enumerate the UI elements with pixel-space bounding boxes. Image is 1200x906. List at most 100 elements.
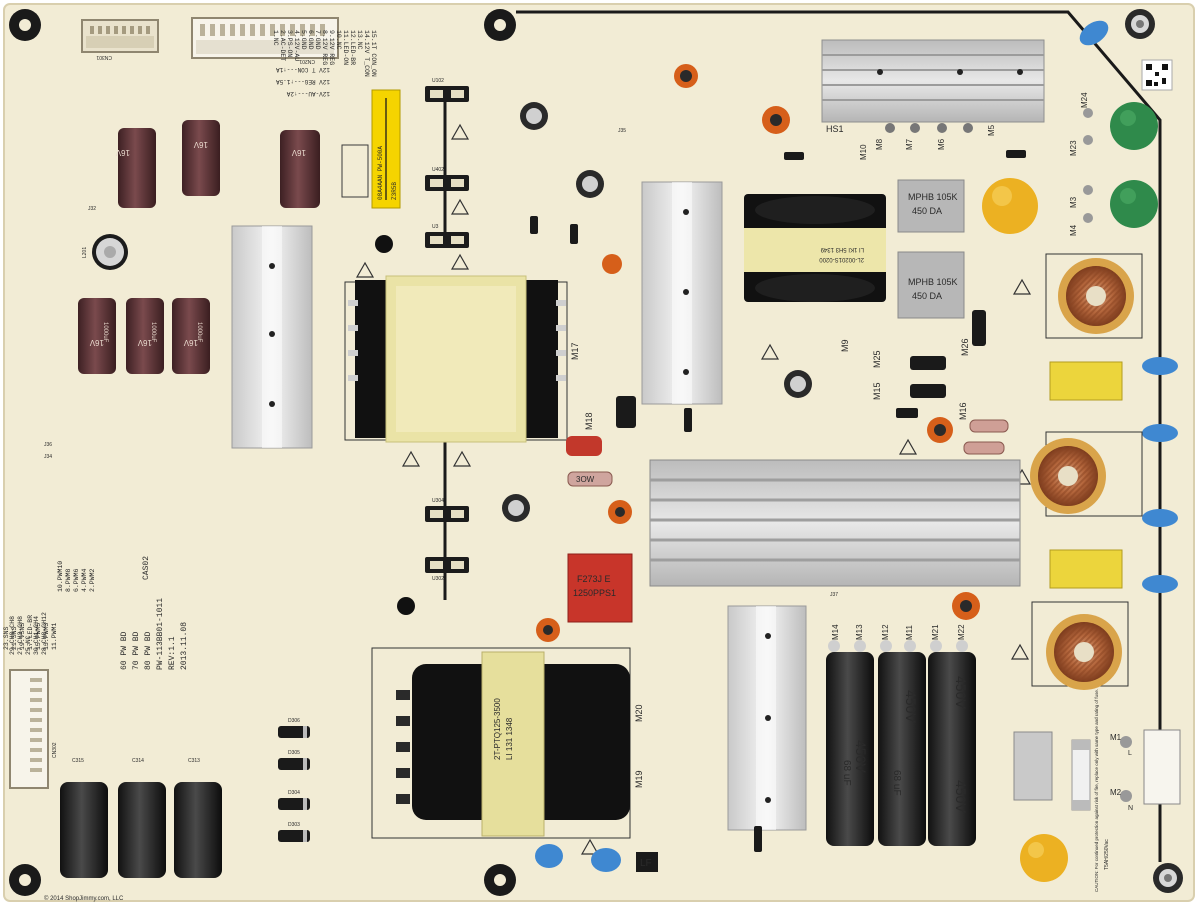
label-m18: M18 xyxy=(584,412,594,430)
label-m15: M15 xyxy=(872,382,882,400)
cap-value: 68 uF xyxy=(891,770,902,796)
standby-transformer: 2L-00201S-0200 LI 1KI 5H3 1349 xyxy=(744,194,886,302)
fuse-rating: T5AH/250Vac xyxy=(1104,839,1110,870)
rectifier-diodes xyxy=(278,726,310,842)
pin-text: 27.CH3-CH8 xyxy=(17,616,24,655)
label-l201: L201 xyxy=(82,247,88,258)
pin-text: 28.CH8-CH12 xyxy=(41,612,48,655)
connector-cn302: CN302 xyxy=(9,669,58,789)
varistor xyxy=(982,178,1038,234)
label-m4: M4 xyxy=(1069,224,1078,236)
cap-rating: 450V xyxy=(853,740,869,773)
red-film-capacitor: F273J E 1250PPS1 xyxy=(567,553,633,623)
label-hs1: HS1 xyxy=(826,124,844,134)
label-m13: M13 xyxy=(855,624,864,640)
label-j36: J36 xyxy=(44,442,52,448)
small-capacitor xyxy=(92,234,128,270)
label-m6: M6 xyxy=(937,138,946,150)
label-d303: D303 xyxy=(288,822,300,828)
main-transformer xyxy=(344,275,568,443)
electrolytic-capacitors-black xyxy=(60,782,222,878)
label-j32: J32 xyxy=(88,206,96,212)
label-m26: M26 xyxy=(960,338,970,356)
cap-rating: 450V xyxy=(903,690,919,723)
cap-value: 1000uF xyxy=(102,322,108,343)
voltage-note: 12V REG---↑1.5A xyxy=(276,78,330,85)
model-text: 80 PW BD xyxy=(144,631,153,670)
pin-text: 7.GND xyxy=(314,30,321,50)
ntc-thermistors xyxy=(1083,102,1158,228)
pin-text: 13.NC xyxy=(356,30,363,50)
pin-text: 30.CH1-CH4 xyxy=(33,616,40,655)
resistors xyxy=(963,419,1009,455)
lf-text: LF xyxy=(640,858,652,869)
model-text: REV:1.1 xyxy=(168,636,177,670)
pin-text: 15.PWM5 xyxy=(35,623,42,650)
voltage-notes: 12V T CON---↑1A 12V REG---↑1.5A 12V-AU--… xyxy=(276,66,330,97)
transformer-text: 2L-00201S-0200 xyxy=(819,256,864,262)
label-u302: U302 xyxy=(432,576,444,582)
transformer-text: 2T-PTQ125-3500 xyxy=(493,698,502,760)
label-d306: D306 xyxy=(288,718,300,724)
label-m3: M3 xyxy=(1069,196,1078,208)
label-d305: D305 xyxy=(288,750,300,756)
voltage-note: 12V T CON---↑1A xyxy=(276,66,330,73)
fuse-area: T5AH/250Vac xyxy=(1013,729,1181,882)
pin-text: 10.NC xyxy=(335,30,342,50)
heatsink-left xyxy=(231,225,313,449)
cap-voltage: 16V xyxy=(193,140,208,149)
pin-text: 25.NC xyxy=(25,635,32,655)
label-m11: M11 xyxy=(905,624,914,640)
label-cn302: CN302 xyxy=(52,742,58,758)
label-m14: M14 xyxy=(831,624,840,640)
cap-voltage: 16V xyxy=(89,338,104,347)
caution-text: CAUTION: For continued protection agains… xyxy=(1094,689,1099,892)
label-m10: M10 xyxy=(859,144,868,160)
label-l: L xyxy=(1128,750,1132,757)
pfc-transformer: 2T-PTQ125-3500 LI 131 1348 xyxy=(371,647,631,839)
label-m23: M23 xyxy=(1069,140,1078,156)
xcap-label: 450 DA xyxy=(912,291,942,301)
cap-voltage: 16V xyxy=(115,148,130,157)
qr-sticker xyxy=(1141,59,1173,91)
label-u102: U102 xyxy=(432,78,444,84)
pin-text: 11.LED-ON xyxy=(342,30,349,65)
xcap-label: MPHB 105K xyxy=(908,277,958,287)
label-c315: C315 xyxy=(72,758,84,764)
pin-text: 2.PWM2 xyxy=(89,568,96,592)
resistor-text: 3OW xyxy=(576,475,595,484)
label-m1: M1 xyxy=(1110,733,1122,742)
transformer-text: LI 131 1348 xyxy=(505,717,514,760)
small-diodes xyxy=(530,150,1026,852)
cap-value: 1000uF xyxy=(196,322,202,343)
sticker-text: Z3R5B xyxy=(391,182,398,200)
label-m20: M20 xyxy=(634,704,644,722)
label-n: N xyxy=(1128,805,1133,812)
cn201-pin-list: 15.1T CON_ON 14.12V T_CON 13.NC 12.LED-B… xyxy=(272,30,377,77)
label-j34: J34 xyxy=(44,454,52,460)
mounting-holes xyxy=(9,9,1183,896)
cn302-pin-list-3: 10.PWM10 8.PWM8 6.PWM6 4.PWM4 2.PWM2 xyxy=(57,561,96,592)
label-m16: M16 xyxy=(958,402,968,420)
optocouplers xyxy=(425,86,469,573)
pin-text: 6.GND xyxy=(307,30,314,50)
heatsink-hs1 xyxy=(821,39,1045,133)
model-text: CAS02 xyxy=(142,556,151,580)
label-j35: J35 xyxy=(618,128,626,134)
blue-y-capacitors xyxy=(535,20,1178,872)
pin-text: 11.PWM1 xyxy=(51,623,58,650)
toroid-chokes xyxy=(1030,253,1143,690)
power-resistor: 3OW xyxy=(566,436,613,487)
xcap-label: MPHB 105K xyxy=(908,192,958,202)
xcap-label: 450 DA xyxy=(912,206,942,216)
electrolytic-capacitors-brown: 16V 16V 16V 16V 16V 16V 1000uF 1000uF 10… xyxy=(78,120,320,374)
pin-text: 4.12V-AU xyxy=(293,30,300,61)
voltage-note: 12V-AU---↑2A xyxy=(286,90,330,97)
heatsink-bottom xyxy=(727,605,807,831)
pin-text: 21.SNS xyxy=(11,626,18,650)
label-m12: M12 xyxy=(881,624,890,640)
label-m5: M5 xyxy=(987,124,996,136)
pin-text: 14.12V T_CON xyxy=(363,30,370,77)
label-cn201: CN201 xyxy=(299,58,315,64)
